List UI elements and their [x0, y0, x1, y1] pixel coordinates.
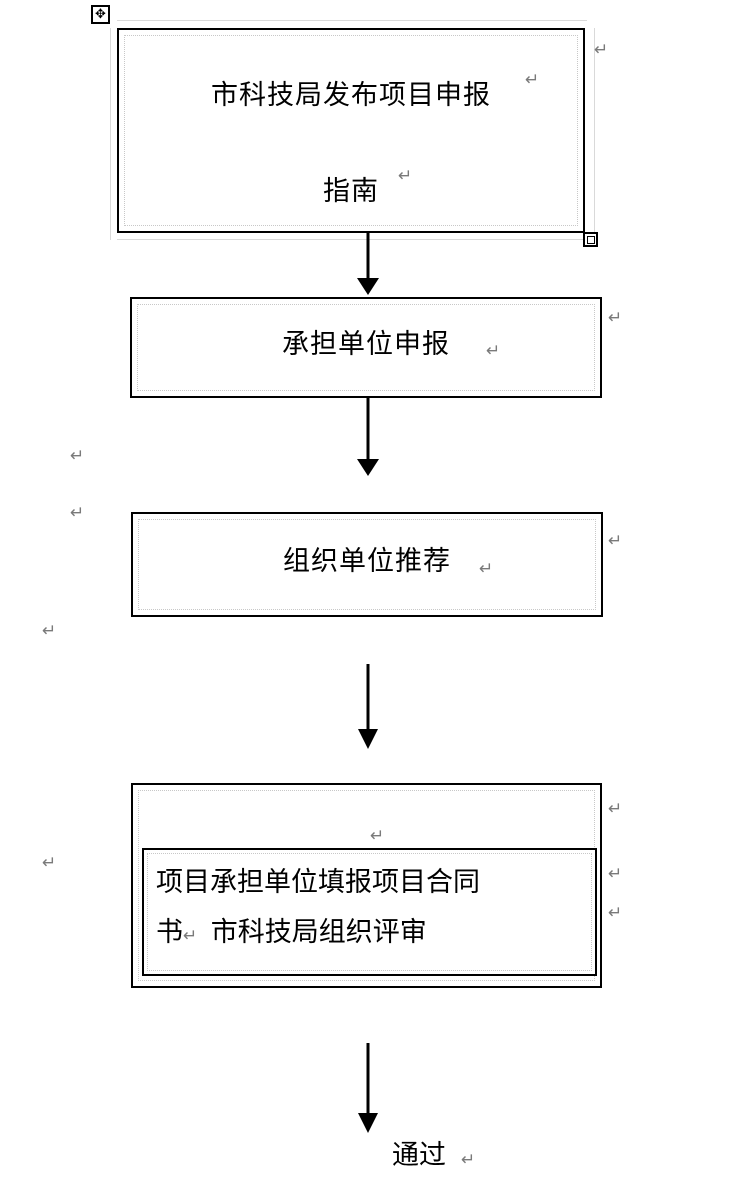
pilcrow-margin-4: ↵	[42, 853, 57, 873]
move-cross-icon: ✥	[95, 7, 106, 22]
resize-square-icon	[586, 235, 595, 244]
selection-guide-top	[117, 20, 587, 21]
selection-guide-bottom	[117, 239, 587, 240]
pilcrow-right-node4-c: ↵	[608, 903, 623, 923]
pilcrow-right-node1: ↵	[594, 40, 609, 60]
selection-guide-left	[110, 28, 111, 240]
flow-node-2-line1: 承担单位申报	[282, 329, 450, 359]
pilcrow-node4-empty-line: ↵	[370, 826, 385, 846]
flow-arrow-2	[357, 398, 379, 476]
flow-node-4-line2b: 市科技局组织评审	[210, 917, 427, 947]
pilcrow-outcome: ↵	[461, 1150, 476, 1170]
flow-node-3-line1: 组织单位推荐	[283, 546, 451, 576]
pilcrow-margin-3: ↵	[42, 621, 57, 641]
flow-arrow-3	[358, 664, 378, 749]
selection-guide-right	[594, 28, 595, 240]
pilcrow-right-node2: ↵	[608, 308, 623, 328]
pilcrow-node3: ↵	[479, 559, 494, 579]
pilcrow-node1-line2: ↵	[398, 166, 413, 186]
flow-node-2[interactable]: 承担单位申报	[130, 297, 602, 398]
pilcrow-right-node4-a: ↵	[608, 799, 623, 819]
pilcrow-margin-1: ↵	[70, 446, 85, 466]
pilcrow-margin-2: ↵	[70, 503, 85, 523]
pilcrow-right-node3: ↵	[608, 531, 623, 551]
flow-arrow-4	[358, 1043, 378, 1133]
pilcrow-right-node4-b: ↵	[608, 864, 623, 884]
table-move-handle[interactable]: ✥	[91, 5, 110, 24]
pilcrow-node2: ↵	[486, 341, 501, 361]
flow-node-1-line2: 指南	[323, 176, 379, 206]
flow-outcome-label: 通过	[392, 1140, 446, 1170]
flow-node-1-line1: 市科技局发布项目申报	[211, 80, 491, 110]
table-resize-handle[interactable]	[583, 232, 598, 247]
flow-node-3[interactable]: 组织单位推荐	[131, 512, 603, 617]
flow-arrow-1	[357, 233, 379, 295]
flow-node-1[interactable]: 市科技局发布项目申报 指南	[117, 28, 585, 233]
flow-node-4-line2a: 书	[156, 917, 183, 947]
flow-node-4-nested-table[interactable]: 项目承担单位填报项目合同 书↵ 市科技局组织评审	[142, 848, 597, 976]
pilcrow-node1-line1: ↵	[525, 70, 540, 90]
flow-node-4-line1: 项目承担单位填报项目合同	[156, 867, 480, 897]
